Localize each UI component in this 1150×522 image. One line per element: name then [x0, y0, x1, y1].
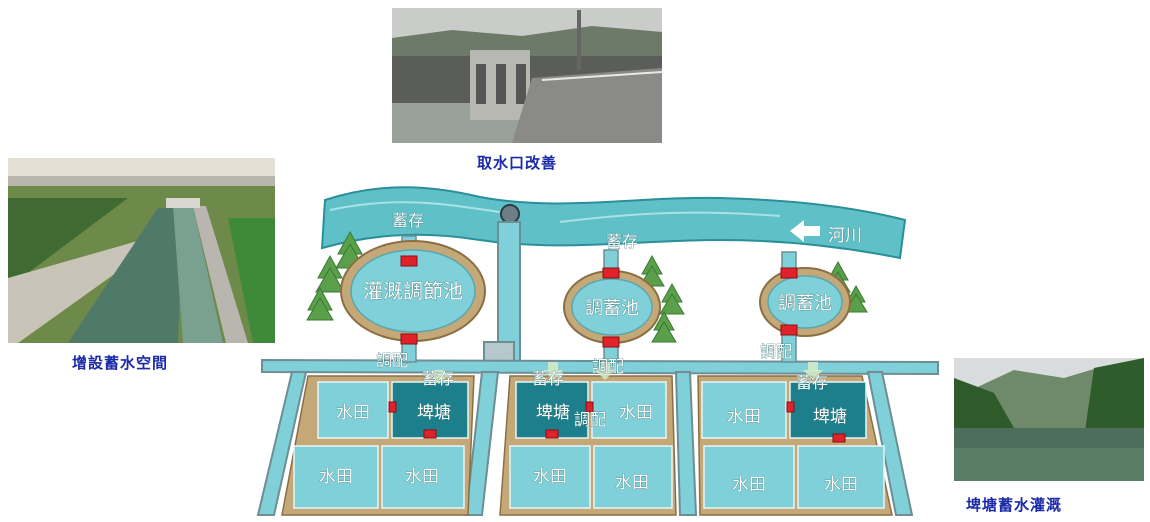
- paddy-label: 水田: [727, 407, 761, 427]
- allocate-label: 調配: [376, 351, 408, 370]
- paddy-field: [293, 445, 379, 509]
- paddy-label: 水田: [533, 467, 567, 487]
- paddy-field: [591, 381, 667, 439]
- paddy-field: [509, 445, 591, 509]
- paddy-label: 水田: [732, 475, 766, 495]
- paddy-field: [593, 445, 673, 509]
- gate: [786, 401, 795, 413]
- regulating-pond-1-label: 調蓄池: [585, 298, 639, 319]
- allocate-label: 調配: [760, 342, 792, 361]
- paddy-field: [701, 381, 787, 439]
- store-label: 蓄存: [422, 369, 454, 388]
- gate: [423, 429, 437, 439]
- store-label: 蓄存: [796, 373, 828, 392]
- gate: [602, 267, 620, 279]
- paddy-field: [797, 445, 885, 509]
- paddy-field: [381, 445, 465, 509]
- gate: [832, 433, 846, 443]
- gate: [400, 333, 418, 345]
- paddy-label: 水田: [824, 475, 858, 495]
- intake-photo: [392, 8, 662, 143]
- gate: [388, 401, 397, 413]
- store-label: 蓄存: [606, 232, 638, 251]
- field-block-left: [281, 375, 475, 516]
- intake-caption: 取水口改善: [477, 154, 558, 172]
- irrigation-pond-label: 灌溉調節池: [363, 279, 463, 303]
- storage-space-caption: 增設蓄水空間: [72, 354, 169, 372]
- gate: [545, 429, 559, 439]
- field-block-right: [697, 375, 893, 516]
- paddy-label: 水田: [619, 403, 653, 423]
- gate: [780, 324, 798, 336]
- allocate-label: 調配: [592, 357, 624, 376]
- intake-gate: [500, 204, 520, 224]
- farm-pond: [515, 381, 589, 439]
- store-label: 蓄存: [532, 369, 564, 388]
- gate: [780, 267, 798, 279]
- farm-pond-label: 埤塘: [417, 403, 451, 423]
- pond-irrigation-photo: [954, 358, 1144, 481]
- allocate-label: 調配: [574, 410, 606, 429]
- storage-space-photo: [8, 158, 275, 343]
- store-label: 蓄存: [392, 211, 424, 230]
- farm-pond-label: 埤塘: [536, 403, 570, 423]
- farm-pond-label: 埤塘: [813, 407, 847, 427]
- river-label: 河川: [828, 226, 862, 246]
- paddy-label: 水田: [336, 403, 370, 423]
- paddy-field: [317, 381, 389, 439]
- river-flow-arrow-icon: [790, 220, 820, 242]
- paddy-field: [703, 445, 795, 509]
- pond-irrigation-caption: 埤塘蓄水灌溉: [966, 496, 1063, 514]
- paddy-label: 水田: [405, 467, 439, 487]
- gate: [602, 336, 620, 348]
- field-block-middle: [499, 375, 677, 516]
- regulating-pond-2-label: 調蓄池: [778, 293, 832, 314]
- paddy-label: 水田: [319, 467, 353, 487]
- gate: [400, 255, 418, 267]
- river: [320, 186, 907, 260]
- paddy-label: 水田: [615, 473, 649, 493]
- gate: [585, 401, 594, 413]
